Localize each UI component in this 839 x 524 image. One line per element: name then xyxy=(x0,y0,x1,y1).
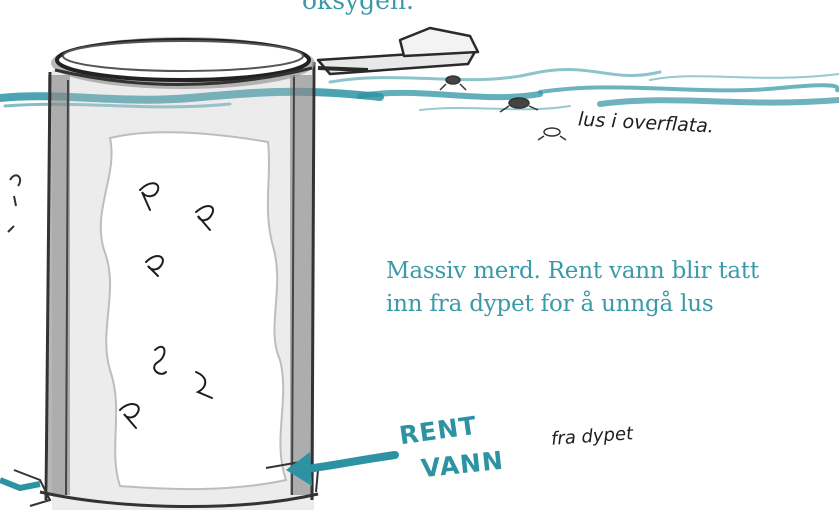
left-scribbles xyxy=(8,175,20,232)
caption: Massiv merd. Rent vann blir tatt inn fra… xyxy=(386,255,839,320)
caption-line-1: Massiv merd. Rent vann blir tatt xyxy=(386,255,839,288)
boat-sketch-icon xyxy=(318,28,478,74)
inner-net xyxy=(101,132,286,489)
caption-line-2: inn fra dypet for å unngå lus xyxy=(386,288,839,321)
sea-louse-icon xyxy=(538,128,566,140)
cage-rim xyxy=(51,37,315,89)
top-oxygen-label: oksygen. xyxy=(302,0,414,15)
